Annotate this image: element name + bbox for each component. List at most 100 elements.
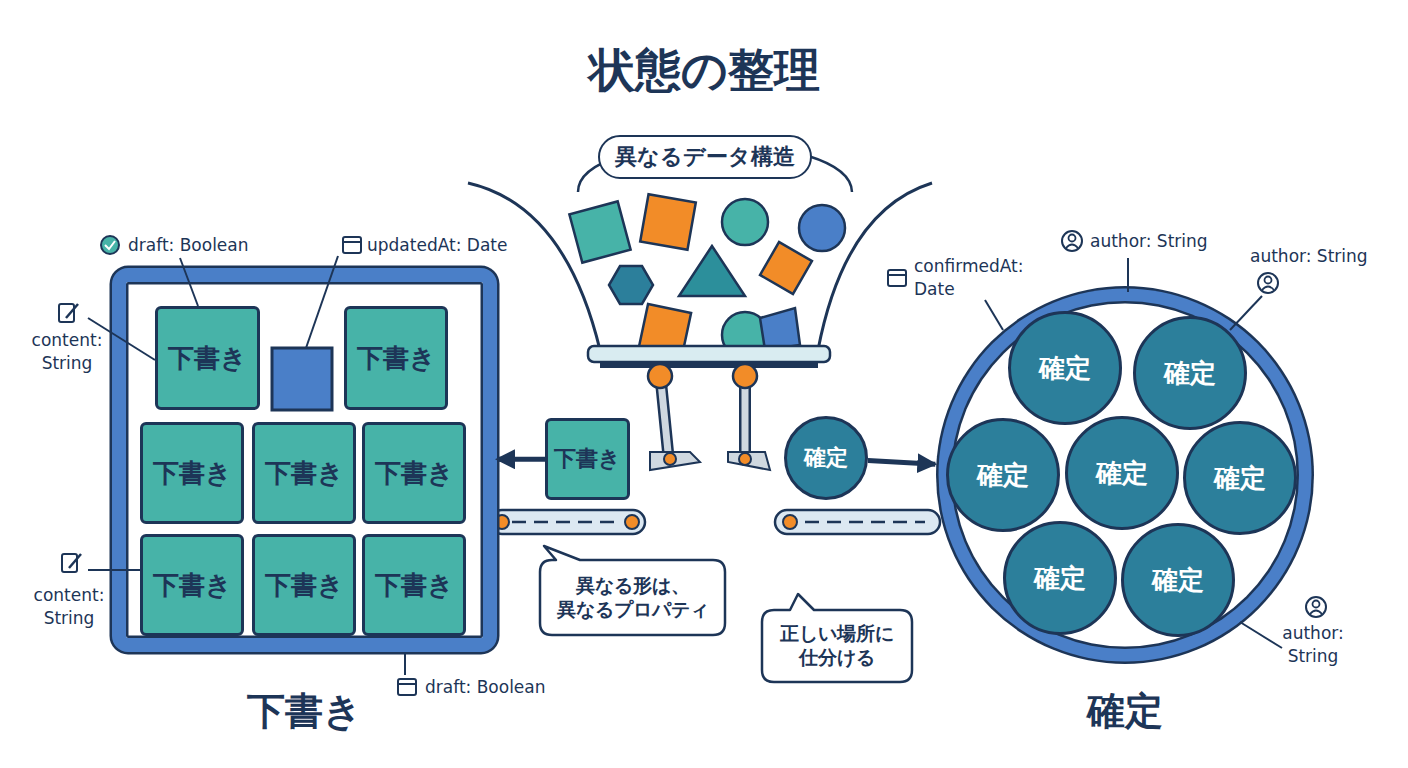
leader-line: [1240, 622, 1282, 648]
calendar-body: [398, 679, 416, 695]
leader-line: [88, 569, 140, 571]
person-head: [1069, 235, 1076, 242]
blue-circle: [799, 205, 845, 251]
container-heading: 下書き: [112, 688, 497, 736]
calendar-icon: [398, 679, 416, 695]
property-label: content: String: [26, 584, 112, 630]
teal-circle: [722, 199, 768, 245]
node-label: 確定: [1214, 462, 1266, 495]
orange-square: [760, 242, 812, 294]
edit-pencil: [66, 304, 78, 318]
sorting-tray: [588, 346, 830, 362]
draft-item: 下書き: [155, 306, 260, 410]
circle-shape: [1005, 523, 1116, 634]
edit-page: [62, 554, 77, 572]
person-body: [1066, 245, 1078, 249]
node-label: 下書き: [265, 569, 344, 602]
robot-joint: [664, 453, 676, 465]
confirmed-item: 確定: [1008, 311, 1122, 425]
flow-arrow: [497, 457, 545, 462]
teal-hexagon: [609, 266, 653, 304]
draft-item: 下書き: [140, 422, 244, 524]
calendar-icon: [888, 270, 906, 286]
moving-draft: 下書き: [545, 418, 630, 500]
leader-line: [1230, 296, 1262, 330]
node-label: 確定: [1034, 562, 1086, 595]
calendar-bar: [343, 241, 361, 243]
conveyor-roller: [495, 515, 509, 529]
ring-band: [954, 304, 1297, 647]
calendar-body: [888, 270, 906, 286]
confirmed-item: 確定: [1003, 521, 1117, 635]
leader-line: [985, 300, 1003, 330]
circle-shape: [1067, 418, 1178, 529]
bubble-shape: [762, 594, 912, 682]
person-icon: [1306, 597, 1326, 617]
calendar-body: [343, 237, 361, 253]
robot-joint: [733, 364, 757, 388]
blue-square: [272, 348, 332, 410]
robot-gripper: [728, 452, 770, 470]
property-label: author: String: [1090, 230, 1250, 253]
tray-base: [600, 362, 818, 368]
calendar-bar: [888, 274, 906, 276]
flow-arrow: [868, 460, 935, 464]
edit-pencil: [69, 554, 81, 568]
node-label: 下書き: [375, 569, 454, 602]
moving-confirmed: 確定: [784, 416, 868, 500]
property-label: author: String: [1250, 245, 1400, 268]
person-ring: [1062, 231, 1082, 251]
person-head: [1313, 601, 1320, 608]
property-label: content: String: [24, 329, 110, 375]
draft-item: 下書き: [362, 422, 466, 524]
person-ring: [1306, 597, 1326, 617]
conveyor-dash: [805, 521, 925, 524]
conveyor-belt: [775, 510, 940, 534]
ring-band: [951, 301, 1299, 649]
node-label: 下書き: [153, 569, 232, 602]
person-ring: [1258, 273, 1278, 293]
check-icon: [101, 236, 119, 254]
leader-line: [88, 318, 155, 360]
node-label: 確定: [1164, 357, 1216, 390]
circle-shape: [948, 420, 1059, 531]
node-label: 下書き: [554, 445, 621, 473]
draft-item: 下書き: [140, 534, 244, 636]
draft-container: 下書き下書き下書き下書き下書き下書き下書き下書き下書き: [112, 268, 497, 652]
edit-icon: [59, 304, 78, 322]
node-label: 下書き: [357, 342, 436, 375]
speech-bubble: 異なる形は、 異なるプロパティ: [540, 560, 725, 635]
confirmed-container: 確定確定確定確定確定確定確定確定: [935, 285, 1315, 665]
confirmed-item: 確定: [1133, 316, 1247, 430]
leader-line: [180, 258, 198, 306]
confirmed-item: 確定: [1065, 416, 1179, 530]
node-label: 下書き: [265, 457, 344, 490]
draft-item: 下書き: [252, 534, 356, 636]
node-label: 異なる形は、 異なるプロパティ: [546, 574, 719, 622]
property-label: draft: Boolean: [128, 234, 298, 257]
bubble-shape: [540, 546, 725, 635]
property-label: confirmedAt: Date: [914, 255, 1039, 301]
calendar-bar: [398, 683, 416, 685]
conveyor-roller: [625, 515, 639, 529]
node-label: 下書き: [153, 457, 232, 490]
property-label: updatedAt: Date: [367, 234, 547, 257]
leader-line: [306, 256, 338, 348]
confirmed-item: 確定: [1121, 523, 1235, 637]
node-label: 異なるデータ構造: [615, 143, 795, 171]
robot-gripper: [650, 452, 700, 470]
confirmed-item: 確定: [1183, 421, 1297, 535]
check-mark: [105, 241, 115, 249]
group-label: 異なるデータ構造: [598, 135, 812, 179]
confirmed-item: 確定: [946, 418, 1060, 532]
person-body: [1262, 287, 1274, 291]
draft-item: 下書き: [252, 422, 356, 524]
blue-shape: [760, 308, 800, 350]
teal-square: [569, 201, 630, 262]
property-label: author: String: [1266, 622, 1360, 668]
person-icon: [1258, 273, 1278, 293]
circle-shape: [786, 418, 867, 499]
container-heading: 確定: [935, 688, 1315, 736]
